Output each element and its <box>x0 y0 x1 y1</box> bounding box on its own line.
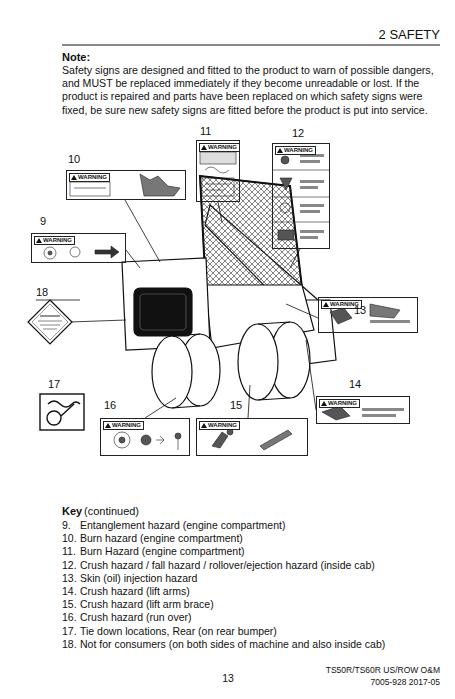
page-number: 13 <box>208 672 248 685</box>
safety-sign: WARNING <box>316 396 410 424</box>
callout-number: 16 <box>104 399 124 413</box>
document-title: TS50R/TS60R US/ROW O&M <box>300 665 440 676</box>
document-code: 7005-928 2017-05 <box>300 677 440 688</box>
key-number: 11. <box>62 545 82 558</box>
callout-number: 10 <box>68 153 88 167</box>
skid-steer-loader <box>122 176 336 408</box>
decal-diamond <box>28 300 72 344</box>
key-number: 13. <box>62 572 82 585</box>
callout-number: 15 <box>230 399 250 413</box>
section-title: 2 SAFETY <box>379 27 440 42</box>
key-text: Entanglement hazard (engine compartment) <box>80 519 450 532</box>
key-number: 16. <box>62 611 82 624</box>
key-text: Burn Hazard (engine compartment) <box>80 545 450 558</box>
sign-heading: WARNING <box>199 421 240 430</box>
key-text: Tie down locations, Rear (on rear bumper… <box>80 625 450 638</box>
sign-heading: WARNING <box>199 143 240 152</box>
key-number: 15. <box>62 598 82 611</box>
sign-heading: WARNING <box>275 146 316 155</box>
safety-sign: WARNING <box>196 140 240 202</box>
key-number: 17. <box>62 625 82 638</box>
callout-number: 18 <box>36 286 56 300</box>
key-text: Crush hazard (lift arms) <box>80 585 450 598</box>
safety-sign: WARNING <box>100 418 190 456</box>
key-text: Crush hazard / fall hazard / rollover/ej… <box>80 559 450 572</box>
key-text: Not for consumers (on both sides of mach… <box>80 638 450 651</box>
safety-sign: WARNING <box>66 170 186 200</box>
key-text: Skin (oil) injection hazard <box>80 572 450 585</box>
callout-number: 9 <box>40 215 60 229</box>
sign-heading: WARNING <box>103 421 144 430</box>
key-number: 18. <box>62 638 82 651</box>
key-text: Crush hazard (run over) <box>80 611 450 624</box>
sign-heading: WARNING <box>34 236 75 245</box>
callout-number: 17 <box>48 378 68 392</box>
header-rule <box>62 45 440 46</box>
key-text: Burn hazard (engine compartment) <box>80 532 450 545</box>
note-heading: Note: <box>62 51 182 65</box>
key-number: 10. <box>62 532 82 545</box>
key-number: 9. <box>62 519 82 532</box>
safety-sign: WARNING <box>196 418 308 456</box>
note-text: Safety signs are designed and fitted to … <box>62 64 442 117</box>
key-heading-note: (continued) <box>84 505 164 519</box>
callout-number: 14 <box>349 378 369 392</box>
safety-sign: WARNING <box>318 297 418 333</box>
callout-number: 11 <box>200 125 220 139</box>
sign-heading: WARNING <box>319 399 360 408</box>
sign-heading: WARNING <box>69 173 110 182</box>
safety-sign: WARNING <box>31 233 126 263</box>
callout-number: 13 <box>354 304 374 318</box>
key-number: 12. <box>62 559 82 572</box>
sign-pictograms <box>44 152 410 450</box>
tie-down-symbol <box>40 394 84 430</box>
callout-number: 12 <box>292 127 312 141</box>
safety-sign: WARNING <box>272 143 330 249</box>
key-text: Crush hazard (lift arm brace) <box>80 598 450 611</box>
key-number: 14. <box>62 585 82 598</box>
